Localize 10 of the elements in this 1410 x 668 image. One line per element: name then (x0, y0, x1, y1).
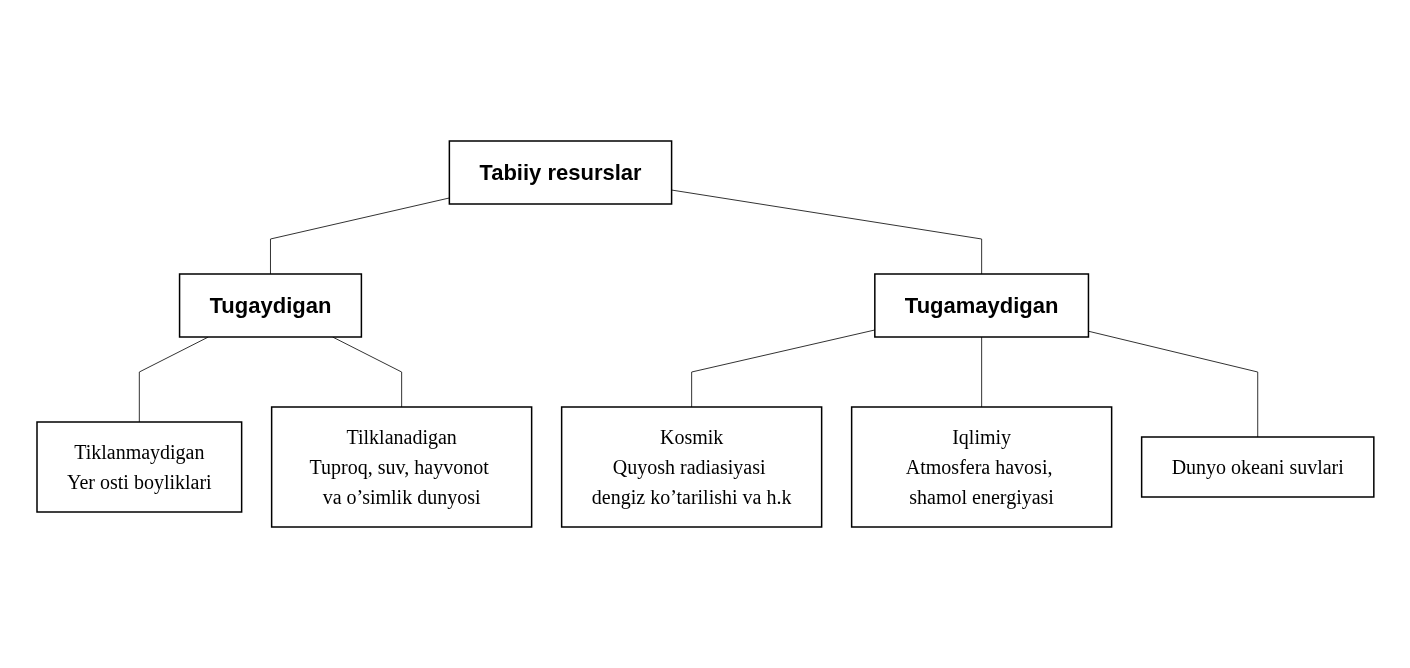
connector (980, 336, 982, 408)
node-box: Tilklanadigan Tuproq, suv, hayvonot va o’simlik dunyosi (270, 406, 532, 528)
node-box: Tugamaydigan (873, 273, 1089, 338)
node-box: Iqlimiy Atmosfera havosi, shamol energiyasi (850, 406, 1112, 528)
node-box: Tabiiy resurslar (448, 140, 672, 205)
node-box: Kosmik Quyosh radiasiyasi dengiz ko’tarilishi va h.k (560, 406, 822, 528)
connector (690, 329, 875, 408)
node-box: Dunyo okeani suvlari (1140, 436, 1375, 498)
node-box: Tiklanmaydigan Yer osti boyliklari (35, 421, 242, 513)
node-box: Tugaydigan (178, 273, 362, 338)
